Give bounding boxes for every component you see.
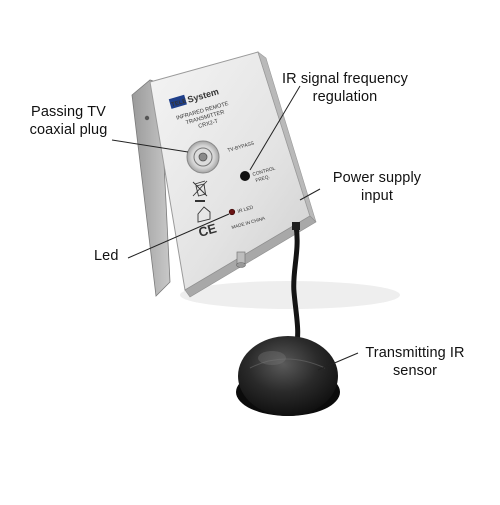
- callout-ir-frequency: IR signal frequency regulation: [265, 70, 425, 106]
- cable-grommet: [292, 222, 300, 230]
- flange-screw-hole: [144, 115, 150, 121]
- callout-ir-sensor-line2: sensor: [392, 363, 438, 379]
- sensor-seam: [249, 358, 326, 369]
- callout-power-input-line1: Power supply: [332, 170, 422, 186]
- leader-coaxial-plug: [111, 139, 189, 153]
- leader-ir-frequency: [249, 85, 301, 171]
- sensor-cable: [291, 223, 301, 351]
- weee-bin-icon: [192, 180, 208, 202]
- callout-power-input: Power supply input: [312, 169, 442, 205]
- callout-ir-sensor: Transmitting IR sensor: [350, 344, 480, 380]
- callout-coaxial-plug-line2: coaxial plug: [29, 122, 108, 138]
- bottom-screw: [236, 251, 246, 268]
- callout-coaxial-plug-line1: Passing TV: [31, 104, 106, 120]
- leader-led: [127, 213, 230, 259]
- model-code: CRX2-T: [198, 118, 220, 129]
- enclosure-bottom: [184, 215, 317, 298]
- device-shadow: [180, 281, 400, 309]
- callout-coaxial-plug: Passing TV coaxial plug: [6, 103, 131, 139]
- ir-led-label: IR LED: [237, 205, 255, 215]
- sensor-highlight: [258, 351, 286, 365]
- callout-ir-frequency-line2: regulation: [312, 89, 378, 105]
- callout-ir-sensor-line1: Transmitting IR: [365, 345, 465, 361]
- control-freq-label-2: FREQ.: [255, 174, 271, 184]
- coaxial-plug-pin: [198, 152, 208, 162]
- ir-led-indicator: [228, 208, 236, 216]
- callout-power-input-line2: input: [361, 188, 393, 204]
- callout-led: Led: [94, 248, 119, 264]
- logo-mark-box: [168, 94, 187, 109]
- logo-mark: TELE: [171, 99, 187, 109]
- frequency-control-knob: [240, 171, 250, 181]
- indoor-use-icon: [197, 206, 211, 223]
- leader-ir-sensor: [317, 352, 359, 371]
- ir-sensor-puck: [236, 336, 340, 416]
- leader-power-input: [299, 188, 321, 201]
- coaxial-plug: [186, 140, 220, 174]
- callout-ir-frequency-line1: IR signal frequency: [281, 71, 409, 87]
- sensor-dome: [238, 336, 338, 416]
